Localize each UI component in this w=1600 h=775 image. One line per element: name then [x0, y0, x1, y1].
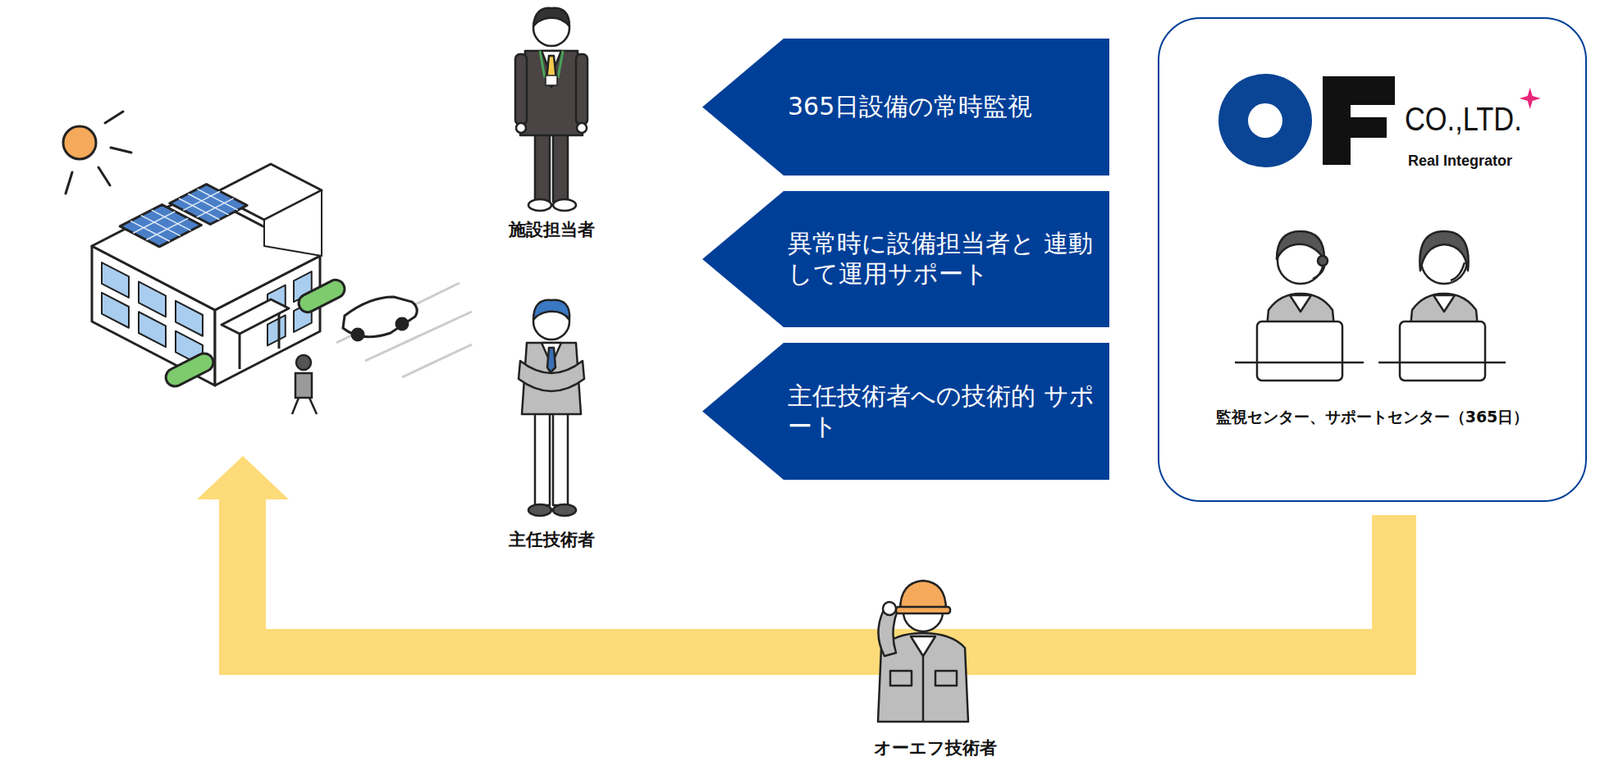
logo-text: CO.,LTD.: [1404, 100, 1523, 138]
arrow-banner: 異常時に設備担当者と 連動して運用サポート: [702, 191, 1110, 328]
role-label: 施設担当者: [508, 219, 595, 240]
text-wrap: 主任技術者への技術的 サポート: [787, 342, 1097, 480]
text-wrap: 365日設備の常時監視: [787, 38, 1097, 176]
pedestrian-icon: [292, 355, 317, 415]
panel-label: 監視センター、サポートセンター（365日）: [1159, 407, 1586, 427]
arrow-banner: 主任技術者への技術的 サポート: [702, 342, 1110, 480]
building-illustration: [91, 164, 348, 390]
chief-engineer-figure: [518, 300, 585, 517]
arrow-shape: [702, 342, 1110, 480]
text-wrap: 監視センター、サポートセンター（365日）: [1159, 407, 1586, 427]
text-wrap: 異常時に設備担当者と 連動して運用サポート: [787, 191, 1097, 328]
flow-band: [196, 456, 1417, 676]
car-icon: [342, 297, 417, 341]
operator-figures: [1234, 231, 1506, 381]
role-label: 主任技術者: [508, 530, 595, 550]
banner-text: 365日設備の常時監視: [787, 91, 1097, 123]
banner-text: 異常時に設備担当者と 連動して運用サポート: [787, 228, 1097, 289]
logo-tagline: Real Integrator: [1408, 152, 1513, 170]
role-label: オーエフ技術者: [873, 738, 997, 759]
sun-icon: [63, 111, 132, 194]
arrow-banner: 365日設備の常時監視: [702, 38, 1110, 176]
banner-text: 主任技術者への技術的 サポート: [787, 381, 1097, 442]
facility-manager-figure: [515, 8, 588, 211]
center-panel: 監視センター、サポートセンター（365日）: [1157, 17, 1587, 503]
technician-figure: [877, 580, 969, 723]
parking-lines: [336, 283, 472, 378]
